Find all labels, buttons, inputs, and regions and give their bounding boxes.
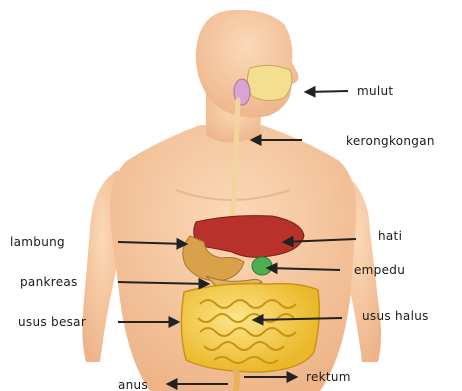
label-anus: anus (118, 378, 148, 391)
label-pankreas: pankreas (20, 275, 78, 289)
label-hati: hati (378, 229, 402, 243)
rectum (236, 370, 237, 390)
label-kerongkongan: kerongkongan (346, 134, 435, 148)
label-lambung: lambung (10, 235, 65, 249)
large-intestine (181, 284, 319, 372)
gallbladder (252, 257, 272, 275)
label-mulut: mulut (357, 84, 393, 98)
label-usus-halus: usus halus (362, 309, 429, 323)
label-rektum: rektum (306, 370, 351, 384)
arrow-mulut (306, 91, 348, 92)
label-usus-besar: usus besar (18, 315, 86, 329)
label-empedu: empedu (354, 263, 405, 277)
mouth-cavity (247, 65, 292, 100)
